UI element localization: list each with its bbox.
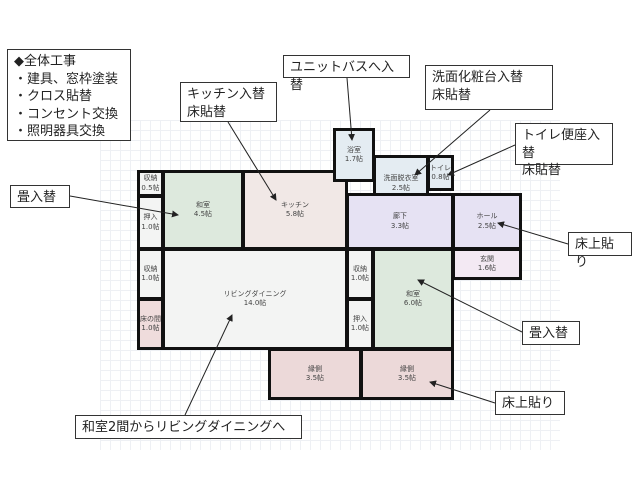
room-name: 玄関: [480, 254, 494, 263]
room-size: 0.8帖: [431, 173, 450, 181]
room-name: トイレ: [430, 163, 451, 172]
room-name: 縁側: [400, 364, 414, 373]
arrow-toilet: [447, 144, 516, 176]
arrow-living: [184, 314, 233, 416]
note-toilet: トイレ便座入替 床貼替: [515, 123, 613, 178]
room-size: 3.3帖: [390, 221, 410, 230]
note-hall-floor: 床上貼り: [568, 232, 632, 270]
room-name: 押入: [143, 213, 158, 222]
room-size: 1.6帖: [477, 264, 497, 272]
room-size: 2.5帖: [391, 183, 411, 192]
room-name: 和室: [196, 200, 210, 209]
note-washroom: 洗面化粧台入替 床貼替: [425, 65, 553, 110]
room-name: 収納: [353, 264, 367, 273]
room-name: リビングダイニング: [223, 289, 287, 298]
arrow-kitchen: [227, 121, 277, 201]
room-size: 1.0帖: [350, 324, 370, 332]
arrow-washroom: [414, 109, 491, 176]
arrow-engawa: [429, 380, 496, 404]
room-size: 1.0帖: [350, 274, 370, 282]
note-kitchen: キッチン入替 床貼替: [180, 82, 277, 122]
room-size: 1.0帖: [141, 274, 160, 282]
room-size: 1.7帖: [344, 155, 364, 163]
note-engawa-floor: 床上貼り: [495, 391, 565, 415]
room-size: 4.5帖: [193, 210, 213, 218]
room-size: 6.0帖: [403, 299, 423, 307]
room-name: 収納: [143, 264, 158, 273]
room-name: 縁側: [308, 364, 322, 373]
room-size: 1.0帖: [141, 324, 160, 332]
room-name: 押入: [353, 314, 367, 323]
arrow-tatami2: [417, 279, 523, 333]
room-size: 0.5帖: [141, 183, 160, 192]
note-tatami-2: 畳入替: [522, 321, 580, 345]
room-name: 収納: [143, 174, 158, 183]
room-size: 3.5帖: [305, 374, 325, 382]
arrow-bath: [346, 77, 356, 141]
note-bath: ユニットバスへ入替: [283, 55, 410, 93]
room-size: 1.0帖: [141, 222, 160, 231]
room-size: 14.0帖: [243, 299, 267, 307]
room-name: キッチン: [281, 200, 309, 209]
room-name: 床の間: [140, 314, 161, 323]
room-name: ホール: [476, 212, 498, 221]
room-size: 5.8帖: [285, 210, 305, 218]
room-size: 3.5帖: [397, 374, 417, 382]
room-name: 浴室: [347, 145, 361, 154]
room-size: 2.5帖: [477, 221, 497, 230]
note-living: 和室2間からリビングダイニングへ: [75, 415, 302, 439]
note-tatami-1: 畳入替: [10, 185, 70, 208]
room-name: 和室: [406, 289, 420, 298]
room-name: 廊下: [393, 212, 407, 221]
note-overall-work: ◆全体工事 ・建具、窓枠塗装 ・クロス貼替 ・コンセント交換 ・照明器具交換: [7, 49, 131, 141]
arrow-hall: [497, 221, 569, 245]
arrow-tatami1: [69, 195, 179, 218]
room-name: 洗面脱衣室: [383, 174, 419, 183]
